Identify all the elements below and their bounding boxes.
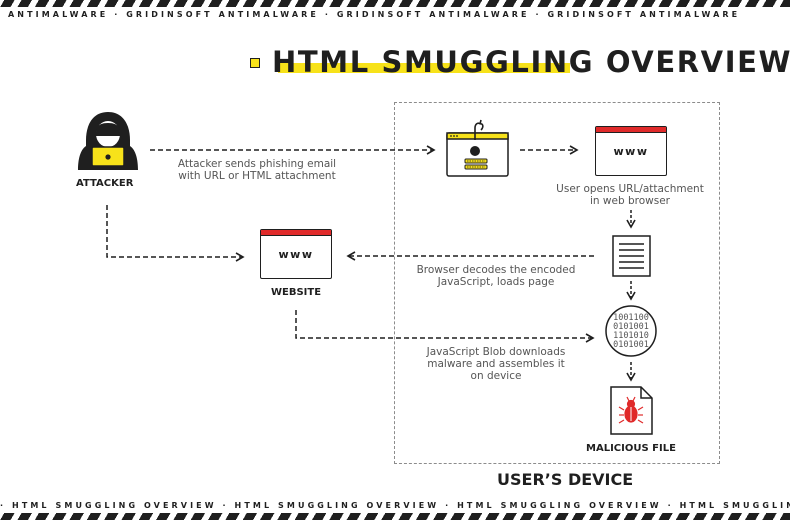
top-banner-text: ANTIMALWARE · GRIDINSOFT ANTIMALWARE · G… <box>8 10 741 19</box>
title-bullet <box>250 58 260 68</box>
bug-file-icon <box>610 386 653 435</box>
title-highlight <box>278 63 570 73</box>
users-device-title: USER’S DEVICE <box>497 470 634 489</box>
caption-open-url: User opens URL/attachment in web browser <box>556 183 704 207</box>
binary-line-4: 0101001 <box>613 340 649 350</box>
caption-blob: JavaScript Blob downloads malware and as… <box>426 346 566 382</box>
attacker-label: ATTACKER <box>76 178 134 189</box>
malicious-file-label: MALICIOUS FILE <box>586 443 676 454</box>
binary-disc-icon <box>605 305 657 357</box>
bottom-banner-text: · HTML SMUGGLING OVERVIEW · HTML SMUGGLI… <box>0 501 790 510</box>
website-www-text: www <box>278 248 314 261</box>
browser-www-text: www <box>613 145 649 158</box>
hooded-hacker-icon <box>78 112 138 170</box>
binary-line-1: 1001100 <box>613 313 649 323</box>
website-title-bar <box>261 230 331 236</box>
caption-send-email: Attacker sends phishing email with URL o… <box>177 158 337 182</box>
binary-line-3: 1101010 <box>613 331 649 341</box>
binary-line-2: 0101001 <box>613 322 649 332</box>
caption-decode: Browser decodes the encoded JavaScript, … <box>416 264 576 288</box>
website-window-icon: www <box>260 229 332 279</box>
document-icon <box>612 235 651 277</box>
page-title: HTML SMUGGLING OVERVIEW <box>272 45 790 79</box>
arrow-website-to-binary <box>295 310 595 343</box>
users-device-region <box>394 102 720 464</box>
browser-window-icon: www <box>595 126 667 176</box>
arrow-attacker-to-website <box>106 205 245 262</box>
phishing-email-icon <box>446 119 509 177</box>
bottom-stripe-bar <box>0 513 790 520</box>
browser-title-bar <box>596 127 666 133</box>
top-stripe-bar <box>0 0 790 7</box>
website-label: WEBSITE <box>271 287 322 298</box>
